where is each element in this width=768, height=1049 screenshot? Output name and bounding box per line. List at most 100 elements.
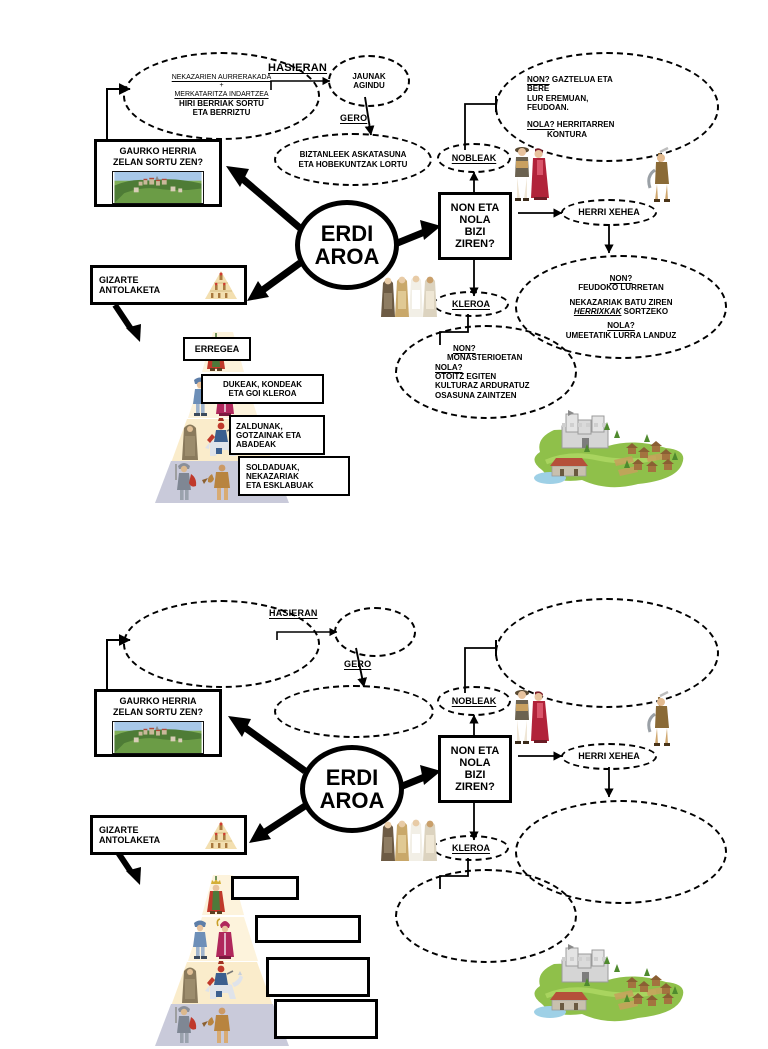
kleroa-q2-line3: KULTURAZ ARDURATUZ xyxy=(435,381,530,391)
social-pyramid-thumbnail xyxy=(205,271,237,299)
nobleak-q1-line2: BERE xyxy=(527,84,550,94)
bubble-city-growth-line1: NEKAZARIEN AURRERAKADA xyxy=(171,74,272,82)
pyramid-label-4-line1: SOLDADUAK, xyxy=(246,462,300,472)
herri-q1-line2: FEUDOKO LURRETAN xyxy=(578,283,664,293)
soldier-and-peasant-figures-bottom xyxy=(175,1006,230,1043)
connector-label-gero: GERO xyxy=(340,113,368,123)
pyramid-label-3-line2: GOTZAINAK ETA xyxy=(236,430,302,440)
duke-and-bishop-figures-bottom xyxy=(193,918,234,959)
four-monks-illustration-bottom xyxy=(381,819,437,861)
blank-box-non-eta-nola-bizi-ziren: NON ETA NOLA BIZI ZIREN? xyxy=(438,735,512,803)
box-gizarte-antolaketa: GIZARTE ANTOLAKETA xyxy=(90,265,247,305)
blank-label-kleroa: KLEROA xyxy=(452,842,490,853)
bubble-jaunak-line1: JAUNAK xyxy=(352,71,386,81)
blank-answer-box-4[interactable] xyxy=(274,999,378,1039)
box-nonnola-line2: NOLA xyxy=(459,214,491,226)
blank-bubble-nobleak-answer[interactable] xyxy=(495,598,719,708)
bubble-herri-xehea-answer: NON? FEUDOKO LURRETAN NEKAZARIAK BATU ZI… xyxy=(515,255,727,359)
blank-box-nonnola-line3: BIZI xyxy=(464,769,486,781)
noble-couple-illustration-bottom xyxy=(515,690,549,744)
nobleak-q2-line2: KONTURA xyxy=(547,129,587,139)
herri-mid-rest: SORTZEKO xyxy=(621,307,669,316)
bubble-kleroa-answer: NON? MONASTERIOETAN NOLA? OTOITZ EGITEN … xyxy=(395,325,577,419)
blank-center-node-line2: AROA xyxy=(319,788,385,813)
king-figure-bottom xyxy=(207,876,225,914)
monk-and-knight-figures-bottom xyxy=(182,961,243,1003)
box-nonnola-line4: ZIREN? xyxy=(455,238,495,250)
blank-label-ellipse-herri-xehea: HERRI XEHEA xyxy=(561,743,657,770)
center-node-erdi-aroa-blank: ERDI AROA xyxy=(300,745,404,833)
blank-connector-label-hasieran: HASIERAN xyxy=(269,608,318,618)
blank-label-ellipse-nobleak: NOBLEAK xyxy=(437,686,511,716)
blank-bubble-herri-xehea-answer[interactable] xyxy=(515,800,727,904)
pyramid-label-4-line3: ETA ESKLABUAK xyxy=(246,480,314,490)
blank-box-nonnola-line4: ZIREN? xyxy=(455,781,495,793)
social-pyramid-thumbnail-bottom xyxy=(205,821,237,849)
kleroa-q2-line4: OSASUNA ZAINTZEN xyxy=(435,390,517,400)
blank-connector-label-gero: GERO xyxy=(344,659,372,669)
connector-label-hasieran: HASIERAN xyxy=(268,62,328,74)
kleroa-q2-line2: OTOITZ EGITEN xyxy=(435,372,497,381)
box-nonnola-line3: BIZI xyxy=(464,226,486,238)
blank-label-ellipse-kleroa: KLEROA xyxy=(433,835,509,861)
blank-bubble-jaunak[interactable] xyxy=(334,607,416,657)
center-node-line2: AROA xyxy=(314,244,380,269)
blank-box-gaurko-herria-line2: ZELAN SORTU ZEN? xyxy=(113,707,203,718)
four-monks-illustration xyxy=(381,275,437,317)
herri-mid-line1: NEKAZARIAK BATU ZIREN xyxy=(569,297,673,307)
herri-mid-em: HERRIXKAK xyxy=(573,307,622,316)
blank-label-herri-xehea: HERRI XEHEA xyxy=(578,751,640,762)
nobleak-q1-line3: LUR EREMUAN, xyxy=(527,93,589,103)
blank-box-nonnola-line1: NON ETA xyxy=(450,745,500,757)
label-ellipse-nobleak: NOBLEAK xyxy=(437,143,511,173)
nobleak-q1-line4: FEUDOAN. xyxy=(527,103,569,112)
pyramid-label-box-3: ZALDUNAK, GOTZAINAK ETA ABADEAK xyxy=(229,415,325,455)
box-gaurko-herria-line1: GAURKO HERRIA xyxy=(119,146,197,156)
blank-center-node-line1: ERDI xyxy=(325,764,379,790)
herri-q2-line2: UMEETATIK LURRA LANDUZ xyxy=(565,330,677,340)
blank-box-gaurko-herria: GAURKO HERRIA ZELAN SORTU ZEN? xyxy=(94,689,222,757)
nobleak-q2-key: NOLA? xyxy=(527,120,555,130)
box-gaurko-herria: GAURKO HERRIA ZELAN SORTU ZEN? xyxy=(94,139,222,207)
pyramid-label-box-4: SOLDADUAK, NEKAZARIAK ETA ESKLABUAK xyxy=(238,456,350,496)
castle-and-village-illustration-bottom xyxy=(534,944,684,1022)
blank-bubble-kleroa-answer[interactable] xyxy=(395,869,577,963)
herri-q2-key: NOLA? xyxy=(607,321,635,331)
hilltop-town-photo xyxy=(112,171,204,204)
kleroa-q1-line2: MONASTERIOETAN xyxy=(447,353,523,363)
hilltop-town-photo-bottom xyxy=(112,721,204,754)
monk-and-knight-figures xyxy=(182,418,243,460)
blank-box-nonnola-line2: NOLA xyxy=(459,757,491,769)
pyramid-label-2-line1: DUKEAK, KONDEAK xyxy=(222,380,303,389)
bubble-city-growth-line5: ETA BERRIZTU xyxy=(192,108,251,118)
pyramid-label-3-line3: ABADEAK xyxy=(236,439,276,449)
blank-label-nobleak: NOBLEAK xyxy=(451,695,497,706)
label-ellipse-kleroa: KLEROA xyxy=(433,291,509,317)
pyramid-label-4-line2: NEKAZARIAK xyxy=(246,471,299,481)
bubble-city-growth-line3: MERKATARITZA INDARTZEA xyxy=(174,90,269,98)
box-gizarte-line1: GIZARTE xyxy=(99,275,139,285)
blank-box-gaurko-herria-line1: GAURKO HERRIA xyxy=(119,696,197,706)
box-gizarte-line2: ANTOLAKETA xyxy=(99,285,161,295)
blank-bubble-city-growth[interactable] xyxy=(123,600,320,688)
blank-answer-box-1[interactable] xyxy=(231,876,299,900)
blank-answer-box-2[interactable] xyxy=(255,915,361,943)
bubble-city-growth-line4: HIRI BERRIAK SORTU xyxy=(179,98,264,108)
peasant-with-scythe-illustration xyxy=(647,146,670,202)
blank-box-gizarte-line1: GIZARTE xyxy=(99,825,139,835)
blank-bubble-biztanleek[interactable] xyxy=(274,685,434,738)
label-herri-xehea: HERRI XEHEA xyxy=(578,207,640,218)
nobleak-q1-key: NON? xyxy=(527,74,550,84)
center-node-erdi-aroa-filled: ERDI AROA xyxy=(295,200,399,290)
bubble-biztanleek-line1: BIZTANLEEK ASKATASUNA xyxy=(299,150,407,160)
blank-box-gizarte-antolaketa: GIZARTE ANTOLAKETA xyxy=(90,815,247,855)
blank-answer-box-3[interactable] xyxy=(266,957,370,997)
label-kleroa: KLEROA xyxy=(452,298,490,309)
kleroa-q1-key: NON? xyxy=(453,343,476,353)
blank-box-gizarte-line2: ANTOLAKETA xyxy=(99,835,161,845)
box-gaurko-herria-line2: ZELAN SORTU ZEN? xyxy=(113,157,203,168)
box-non-eta-nola-bizi-ziren: NON ETA NOLA BIZI ZIREN? xyxy=(438,192,512,260)
pyramid-label-3-line1: ZALDUNAK, xyxy=(236,421,283,431)
bubble-jaunak-agindu: JAUNAK AGINDU xyxy=(328,55,410,107)
peasant-with-scythe-illustration-bottom xyxy=(647,690,670,746)
